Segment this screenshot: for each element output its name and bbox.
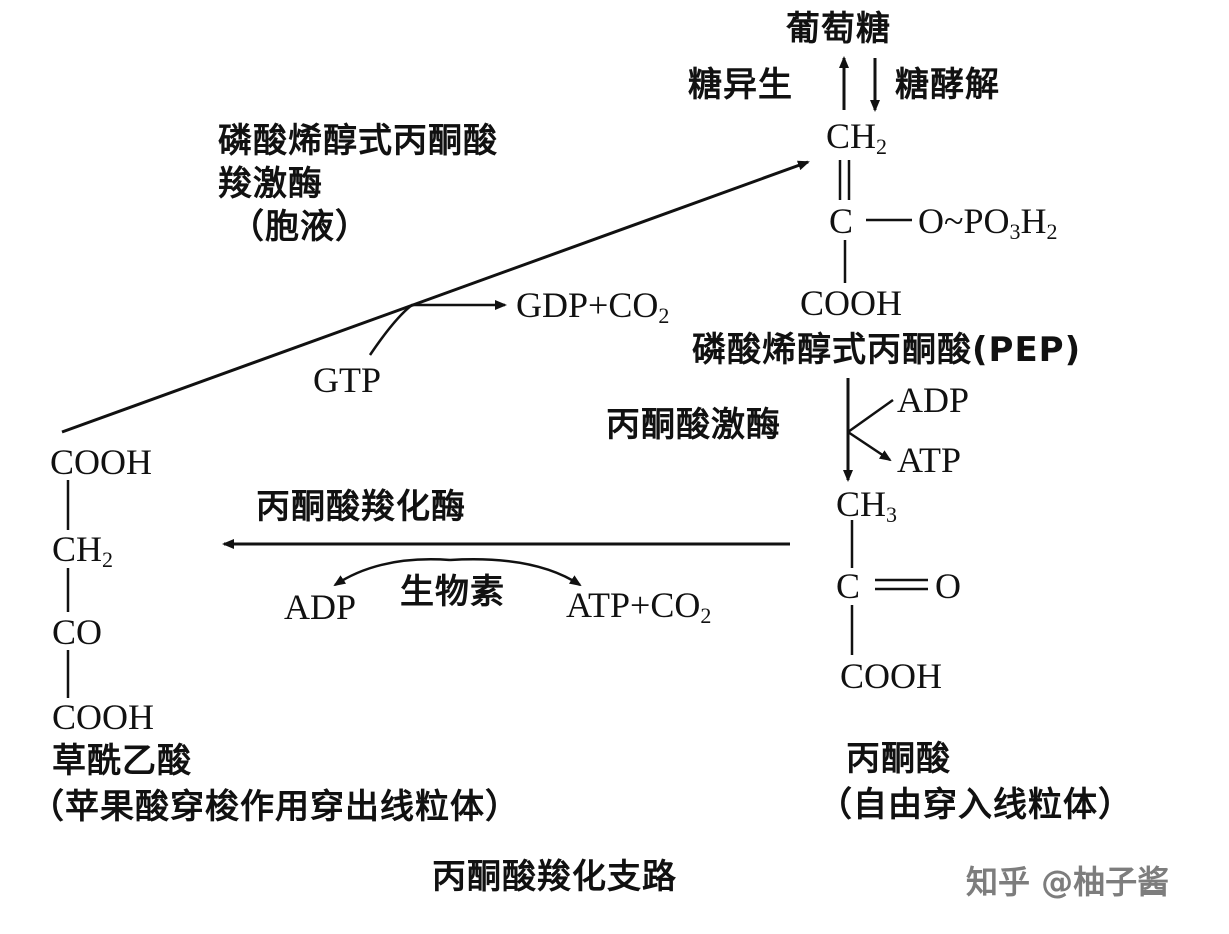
oxaloacetate-cooh-top: COOH — [50, 442, 153, 482]
pep-name: 磷酸烯醇式丙酮酸(PEP) — [692, 330, 1082, 370]
pep-carbon: C — [829, 201, 854, 241]
oxaloacetate-name: 草酰乙酸 — [52, 741, 192, 781]
pep-ch2: CH2 — [826, 116, 888, 159]
atp-branch — [847, 430, 892, 462]
glycolysis-label: 糖酵解 — [895, 65, 1000, 105]
pyruvate-ch3: CH3 — [836, 484, 898, 527]
pepck-location: （胞液） — [230, 207, 370, 247]
pepck-enzyme-line2: 羧激酶 — [218, 164, 323, 204]
pyruvate-name: 丙酮酸 — [846, 739, 951, 779]
atp-right-label: ATP — [897, 440, 962, 480]
biotin-label: 生物素 — [400, 572, 505, 612]
oxaloacetate-to-pep-arrow — [61, 160, 810, 434]
atp-to-adp-curve-left — [333, 558, 451, 587]
adp-branch — [847, 398, 894, 434]
pyruvate-carbon: C — [836, 566, 861, 606]
oxaloacetate-note: （苹果酸穿梭作用穿出线粒体） — [30, 787, 520, 827]
gdp-co2-label: GDP+CO2 — [516, 285, 670, 328]
adp-left-label: ADP — [284, 587, 357, 627]
oxaloacetate-cooh-bottom: COOH — [52, 697, 155, 737]
pepck-enzyme-line1: 磷酸烯醇式丙酮酸 — [218, 121, 498, 161]
pyruvate-carboxylase-label: 丙酮酸羧化酶 — [256, 487, 466, 527]
gluconeogenesis-label: 糖异生 — [688, 65, 793, 105]
pyruvate-cooh: COOH — [840, 656, 943, 696]
pyruvate-note: （自由穿入线粒体） — [818, 785, 1133, 825]
oxaloacetate-ch2: CH2 — [52, 529, 114, 572]
atp-to-co2-curve-right — [449, 558, 582, 587]
watermark: 知乎 @柚子酱 — [966, 863, 1170, 901]
pyruvate-oxygen: O — [935, 566, 961, 606]
pep-phosphate-group: O~PO3H2 — [918, 201, 1058, 244]
figure-caption: 丙酮酸羧化支路 — [432, 857, 677, 897]
gtp-to-gdp-curve — [368, 300, 507, 356]
gtp-label: GTP — [313, 360, 382, 400]
pep-cooh: COOH — [800, 283, 903, 323]
glucose-label: 葡萄糖 — [786, 9, 891, 49]
oxaloacetate-co: CO — [52, 612, 103, 652]
adp-right-label: ADP — [897, 380, 970, 420]
pyruvate-kinase-label: 丙酮酸激酶 — [606, 405, 781, 445]
atp-co2-label: ATP+CO2 — [566, 585, 712, 628]
